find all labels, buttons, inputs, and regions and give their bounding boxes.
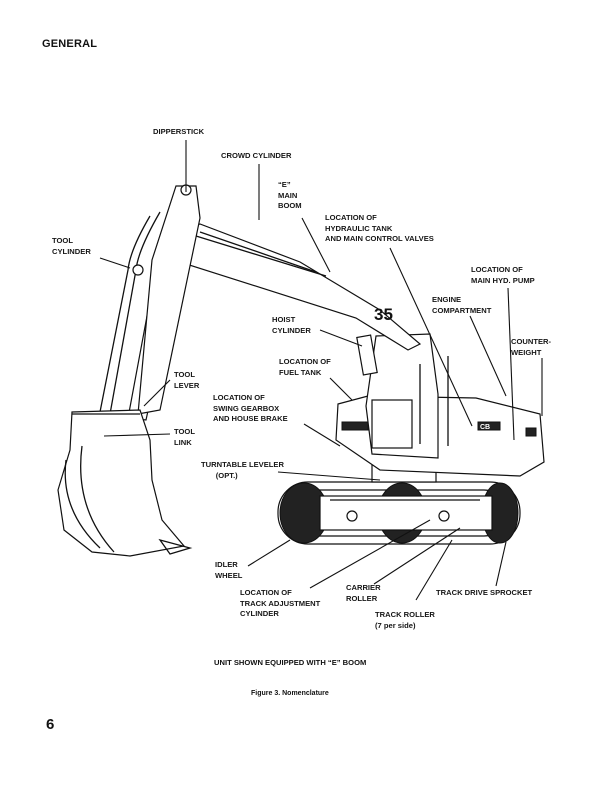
label-swing-gearbox: LOCATION OF SWING GEARBOX AND HOUSE BRAK…	[213, 393, 288, 423]
upper-house: CB	[335, 333, 545, 477]
bucket-shape	[57, 409, 186, 557]
label-counterweight: COUNTER- WEIGHT	[511, 337, 552, 357]
leader-track-roller	[415, 539, 453, 601]
leader-tool-cylinder	[99, 257, 131, 269]
leader-carrier-roller	[373, 527, 461, 585]
label-main-hyd-pump: LOCATION OF MAIN HYD. PUMP	[471, 265, 535, 285]
hoist-cylinder-shape	[356, 334, 378, 376]
leader-idler-wheel	[247, 539, 291, 567]
tool-cylinder-shape	[99, 215, 151, 413]
bucket-edge	[80, 445, 115, 553]
label-engine-compartment: ENGINE COMPARTMENT	[432, 295, 492, 315]
label-tool-cylinder: TOOL CYLINDER	[52, 236, 91, 256]
cab-badge-plate	[477, 421, 501, 431]
figure-note: UNIT SHOWN EQUIPPED WITH “E” BOOM	[214, 658, 367, 667]
label-hydraulic-tank: LOCATION OF HYDRAULIC TANK AND MAIN CONT…	[325, 213, 434, 243]
figure-caption: Figure 3. Nomenclature	[251, 690, 329, 697]
label-fuel-tank: LOCATION OF FUEL TANK	[279, 357, 331, 377]
leader-track-drive-sprocket	[495, 541, 507, 587]
label-carrier-roller: CARRIER ROLLER	[346, 583, 381, 603]
leader-lines	[99, 140, 543, 601]
label-tool-lever: TOOL LEVER	[174, 370, 200, 390]
bucket-edge	[64, 459, 101, 549]
page-number: 6	[46, 716, 55, 733]
leader-fuel-tank	[329, 377, 353, 401]
crowd-cylinder-shape	[199, 231, 317, 273]
leader-tool-link	[103, 433, 171, 437]
bucket	[57, 409, 193, 557]
label-e-main-boom: “E” MAIN BOOM	[278, 180, 302, 210]
section-header: GENERAL	[42, 38, 98, 50]
label-track-roller: TRACK ROLLER (7 per side)	[375, 610, 435, 630]
label-hoist-cylinder: HOIST CYLINDER	[272, 315, 311, 335]
leader-swing-gearbox	[303, 423, 341, 447]
label-track-adjustment: LOCATION OF TRACK ADJUSTMENT CYLINDER	[240, 588, 321, 618]
leader-track-adjustment	[309, 519, 431, 589]
bucket-tooth	[158, 538, 193, 555]
leader-tool-lever	[143, 379, 171, 407]
pin	[132, 264, 144, 276]
roller	[346, 510, 358, 522]
roller	[438, 510, 450, 522]
counterweight-mark	[525, 427, 537, 437]
track-assembly	[277, 463, 521, 545]
cab-badge: CB	[480, 424, 490, 431]
leader-engine-compartment	[469, 315, 507, 397]
hydraulic-line	[195, 235, 327, 277]
leader-main-boom	[301, 217, 331, 273]
label-turntable-leveler: TURNTABLE LEVELER (OPT.)	[201, 460, 284, 480]
label-track-drive-sprocket: TRACK DRIVE SPROCKET	[436, 588, 533, 597]
boom-number: 35	[374, 305, 393, 324]
leader-turntable-leveler	[277, 471, 381, 481]
leader-main-hyd-pump	[507, 287, 515, 441]
leader-hoist-cylinder	[319, 329, 363, 347]
label-dipperstick: DIPPERSTICK	[153, 127, 205, 136]
dipperstick-shape	[137, 185, 201, 415]
cab-window	[371, 399, 413, 449]
dipperstick-group	[99, 184, 201, 415]
label-crowd-cylinder: CROWD CYLINDER	[221, 151, 292, 160]
track-side-frame	[319, 495, 493, 531]
label-tool-link: TOOL LINK	[174, 427, 195, 447]
label-idler-wheel: IDLER WHEEL	[215, 560, 243, 580]
grille	[341, 421, 369, 431]
leader-hydraulic-tank	[389, 247, 473, 427]
